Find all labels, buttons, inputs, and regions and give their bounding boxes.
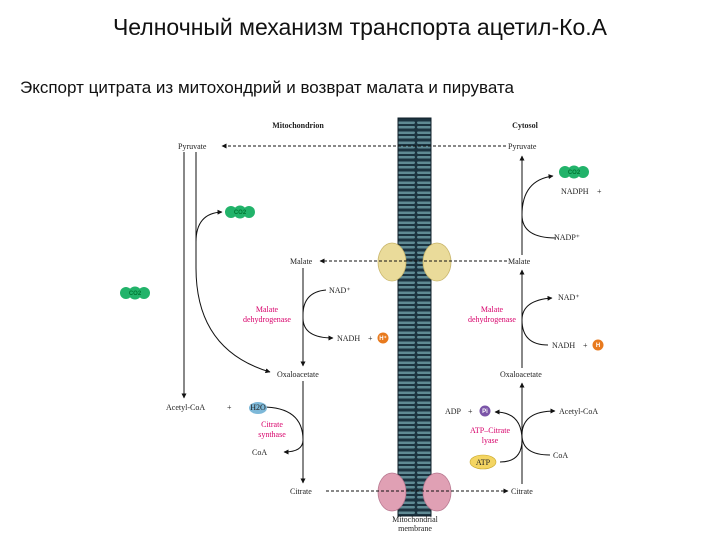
svg-text:CO2: CO2 — [568, 170, 581, 176]
left-plus-2: + — [227, 403, 232, 412]
left-coa-label: CoA — [252, 448, 267, 457]
pyruvate-to-oxaloacetate-arrow — [195, 152, 271, 374]
right-nad-label: NAD⁺ — [558, 293, 580, 302]
membrane-label-line2: membrane — [398, 524, 432, 533]
adp-label: ADP — [445, 407, 462, 416]
right-citrate-label: Citrate — [511, 487, 533, 496]
right-plus-2: + — [583, 341, 588, 350]
left-acetylcoa-label: Acetyl-CoA — [166, 403, 205, 412]
left-citrate-label: Citrate — [290, 487, 312, 496]
right-malate-label: Malate — [508, 257, 531, 266]
atp-citrate-lyase-line1: ATP–Citrate — [470, 426, 510, 435]
right-h-badge: H — [592, 339, 604, 351]
malate-transporter — [377, 242, 452, 282]
svg-text:ATP: ATP — [476, 458, 491, 467]
coa-input-curve — [521, 434, 551, 456]
co2-bubble-mito: CO2 — [225, 205, 255, 219]
citrate-synthase-line1: Citrate — [261, 420, 283, 429]
left-pyruvate-label: Pyruvate — [178, 142, 207, 151]
co2-bubble-left: CO2 — [120, 286, 150, 300]
right-plus-3: + — [468, 407, 473, 416]
atp-badge: ATP — [469, 454, 497, 470]
atp-input-curve — [499, 439, 523, 463]
slide-subtitle: Экспорт цитрата из митохондрий и возврат… — [20, 78, 514, 97]
left-h-badge: H⁺ — [377, 332, 389, 344]
svg-text:CO2: CO2 — [234, 210, 247, 216]
acetylcoa-input-curve — [261, 406, 304, 441]
right-acetylcoa-label: Acetyl-CoA — [559, 407, 598, 416]
mitochondrion-header: Mitochondrion — [272, 121, 324, 130]
left-plus-1: + — [368, 334, 373, 343]
co2-release-curve — [521, 174, 554, 216]
cytosol-header: Cytosol — [512, 121, 539, 130]
citrate-transporter — [377, 472, 452, 512]
left-nad-curve — [302, 289, 327, 316]
slide-title: Челночный механизм транспорта ацетил-Ко.… — [112, 14, 608, 40]
left-nadh-curve — [302, 317, 334, 341]
right-nadp-label: NADP⁺ — [554, 233, 580, 242]
right-oxaloacetate-label: Oxaloacetate — [500, 370, 542, 379]
acetylcoa-output-curve — [521, 408, 556, 436]
left-nad-label: NAD⁺ — [329, 286, 351, 295]
membrane-label-line1: Mitochondrial — [392, 515, 439, 524]
co2-bubble-cytosol: CO2 — [559, 165, 589, 179]
left-malate-dehydrogenase-line2: dehydrogenase — [243, 315, 291, 324]
atp-citrate-lyase-line2: lyase — [482, 436, 499, 445]
right-malate-dehydrogenase-line2: dehydrogenase — [468, 315, 516, 324]
right-pyruvate-label: Pyruvate — [508, 142, 537, 151]
right-malate-dehydrogenase-line1: Malate — [481, 305, 504, 314]
adp-output-curve — [494, 409, 523, 441]
svg-text:H⁺: H⁺ — [379, 335, 387, 342]
co2-input-curve — [195, 209, 223, 243]
h2o-bubble: H2O — [249, 402, 267, 414]
left-nadh-label: NADH — [337, 334, 360, 343]
coa-output-curve — [283, 439, 304, 455]
right-plus-1: + — [597, 187, 602, 196]
right-nadph-label: NADPH — [561, 187, 589, 196]
svg-text:Pi: Pi — [482, 409, 488, 415]
right-nad-curve — [521, 295, 553, 321]
mitochondrial-membrane — [397, 117, 432, 517]
right-nadh-curve — [521, 319, 549, 346]
left-malate-dehydrogenase-line1: Malate — [256, 305, 279, 314]
nadp-curve — [521, 214, 557, 239]
citrate-synthase-line2: synthase — [258, 430, 286, 439]
svg-text:H: H — [596, 343, 600, 349]
pi-badge: Pi — [479, 405, 491, 417]
right-nadh-label: NADH — [552, 341, 575, 350]
svg-text:H2O: H2O — [250, 403, 266, 412]
left-malate-label: Malate — [290, 257, 313, 266]
left-oxaloacetate-label: Oxaloacetate — [277, 370, 319, 379]
svg-text:CO2: CO2 — [129, 291, 142, 297]
right-coa-label: CoA — [553, 451, 568, 460]
